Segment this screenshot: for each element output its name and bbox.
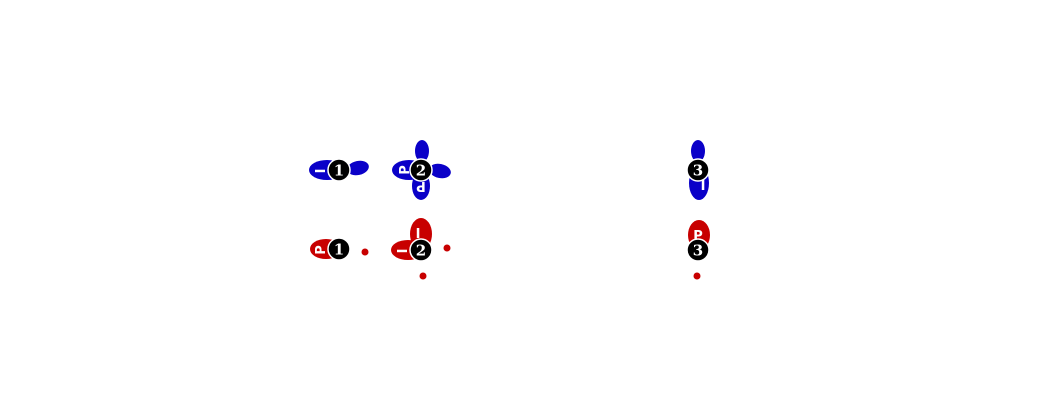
blue-2-lobe-bottom-label: P [416,178,426,193]
red-2-dot-bottom [419,272,427,280]
blue-1-marker [327,158,351,182]
blue-glyph-2: P P 2 [392,140,451,200]
red-2-lobe-top-label: I [416,227,421,242]
red-2-marker-label: 2 [416,242,426,260]
red-2-lobe-left-label: I [396,249,411,254]
red-2-dot-right [443,244,451,252]
blue-3-lobe-bottom-label: I [701,179,706,194]
blue-3-marker [686,158,710,182]
red-1-dot [361,248,369,256]
blue-3-marker-label: 3 [693,162,703,180]
blue-1-lobe-left-label: I [314,169,329,174]
red-glyph-1: P 1 [310,237,369,261]
red-3-marker [686,238,710,262]
blue-2-marker-label: 2 [416,162,426,180]
red-1-marker [327,237,351,261]
red-1-lobe-left-label: P [314,245,329,255]
blue-2-marker [409,158,433,182]
blue-2-lobe-right [429,163,451,179]
blue-1-lobe-right [347,160,369,176]
red-2-marker [409,238,433,262]
blue-3-lobe-top [691,140,705,162]
blue-2-lobe-left-label: P [398,165,413,175]
blue-2-lobe-top [415,140,429,162]
red-3-marker-label: 3 [693,242,703,260]
red-3-lobe-top-label: P [693,229,703,244]
red-3-dot [693,272,701,280]
blue-1-marker-label: 1 [334,162,344,180]
blue-glyph-1: I 1 [309,158,369,182]
blue-glyph-3: I 3 [686,140,710,200]
red-glyph-2: I I 2 [391,218,451,280]
red-glyph-3: P 3 [686,220,710,280]
red-1-marker-label: 1 [334,241,344,259]
